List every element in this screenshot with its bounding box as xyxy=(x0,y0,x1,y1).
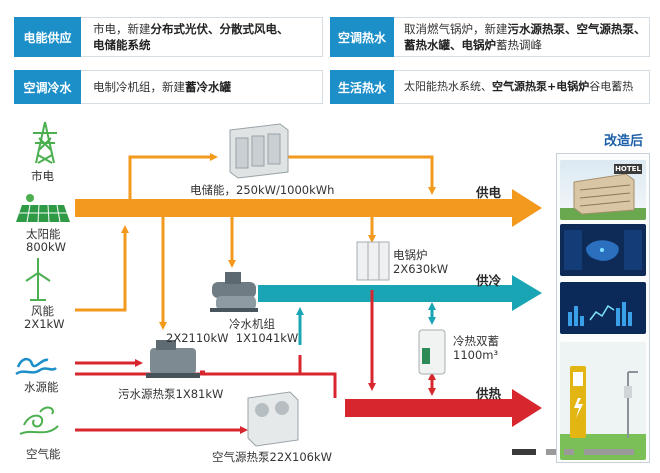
label-water: 水源能 xyxy=(24,380,59,394)
wind-turbine-icon xyxy=(25,258,51,301)
info-box-ac-hot-water: 空调热水 取消燃气锅炉，新建污水源热泵、空气源热泵、蓄热水罐、电锅炉蓄热调峰 xyxy=(330,17,650,57)
tag-power-supply: 电能供应 xyxy=(14,17,81,57)
orange-branch-lines xyxy=(75,153,436,330)
dual-storage-tank-icon xyxy=(418,329,446,375)
label-grid: 市电 xyxy=(31,169,54,183)
info-box-ac-cold-water: 空调冷水 电制冷机组，新建蓄冷水罐 xyxy=(14,70,323,104)
label-electric-boiler-capacity: 2X630kW xyxy=(393,262,449,276)
label-wind-capacity: 2X1kW xyxy=(24,317,65,331)
desc-power-supply: 市电，新建分布式光伏、分散式风电、电储能系统 xyxy=(93,22,289,52)
label-dual-storage-capacity: 1100m³ xyxy=(453,348,499,362)
label-solar-capacity: 800kW xyxy=(26,240,66,254)
air-source-heat-pump-icon xyxy=(247,391,299,447)
desc-ac-cold-water: 电制冷机组，新建蓄冷水罐 xyxy=(93,80,231,94)
power-tower-icon xyxy=(33,121,57,164)
label-chiller: 冷水机组 xyxy=(229,317,275,331)
hotel-card: HOTEL xyxy=(560,160,646,220)
water-wave-icon xyxy=(15,357,57,376)
hotel-sign: HOTEL xyxy=(615,165,641,173)
teal-branch-lines xyxy=(296,302,436,345)
air-swirl-icon xyxy=(19,406,59,435)
ev-charger-icon xyxy=(560,366,646,460)
label-electric-boiler: 电锅炉 xyxy=(393,248,428,262)
dashboard-screen-2 xyxy=(560,282,646,334)
tag-ac-hot-water: 空调热水 xyxy=(330,17,394,57)
desc-domestic-hot-water: 太阳能热水系统、空气源热泵+电锅炉谷电蓄热 xyxy=(404,80,634,93)
label-chiller-capacity: 2X2110kW 1X1041kW xyxy=(166,331,299,345)
desc-ac-hot-water: 取消燃气锅炉，新建污水源热泵、空气源热泵、蓄热水罐、电锅炉蓄热调峰 xyxy=(404,22,646,52)
label-dual-storage: 冷热双蓄 xyxy=(453,334,499,348)
label-flow-heating: 供热 xyxy=(476,386,502,401)
info-box-power-supply: 电能供应 市电，新建分布式光伏、分散式风电、电储能系统 xyxy=(14,17,323,57)
label-air-heat-pump: 空气源热泵22X106kW xyxy=(212,450,332,464)
dashboard-screen-1 xyxy=(560,224,646,276)
label-flow-cooling: 供冷 xyxy=(476,273,502,288)
charging-station-card xyxy=(560,342,646,460)
tag-domestic-hot-water: 生活热水 xyxy=(330,70,394,104)
sewage-heat-pump-icon xyxy=(146,340,200,378)
after-title: 改造后 xyxy=(604,134,644,149)
cooling-flow-arrow xyxy=(258,275,542,311)
label-wind: 风能 xyxy=(31,304,54,318)
info-box-domestic-hot-water: 生活热水 太阳能热水系统、空气源热泵+电锅炉谷电蓄热 xyxy=(330,70,650,104)
label-air: 空气能 xyxy=(26,447,61,461)
monitoring-chart-icon xyxy=(568,302,632,326)
label-solar: 太阳能 xyxy=(26,227,61,241)
heating-flow-arrow xyxy=(345,389,542,427)
chiller-icon xyxy=(210,272,258,312)
monitoring-map-icon xyxy=(564,230,642,270)
tag-ac-cold-water: 空调冷水 xyxy=(14,70,81,104)
energy-storage-icon xyxy=(229,123,289,179)
label-energy-storage: 电储能，250kW/1000kWh xyxy=(190,183,335,197)
label-sewage-heat-pump: 污水源热泵1X81kW xyxy=(118,387,224,401)
hotel-building-icon xyxy=(560,164,646,220)
label-flow-power: 供电 xyxy=(476,185,502,200)
electric-boiler-icon xyxy=(356,241,390,281)
watermark xyxy=(512,446,642,458)
solar-panel-icon xyxy=(16,194,70,223)
power-flow-arrow xyxy=(75,189,542,227)
